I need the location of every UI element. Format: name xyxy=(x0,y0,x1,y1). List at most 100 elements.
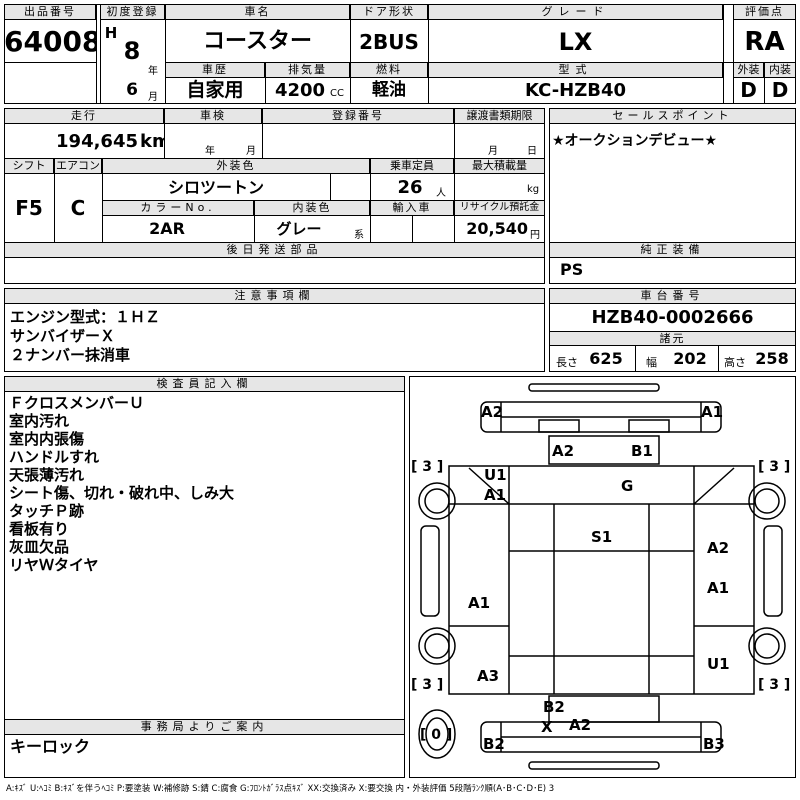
damage-mark: U1 xyxy=(707,655,730,673)
mileage-unit: km xyxy=(140,131,164,152)
damage-mark: A2 xyxy=(569,716,591,734)
import-label: 輸入車 xyxy=(370,200,454,216)
height-label: 高さ xyxy=(724,356,746,368)
sales-label: セールスポイント xyxy=(549,108,796,124)
reg-year: 8 xyxy=(123,37,141,65)
damage-mark: B2 xyxy=(543,698,565,716)
month-unit: 月 xyxy=(148,92,158,102)
length: 625 xyxy=(589,349,623,368)
score-label: 評価点 xyxy=(733,4,796,20)
int-label: 内装 xyxy=(764,62,796,78)
interior-color-label: 内装色 xyxy=(254,200,370,216)
inspector-line: ＦクロスメンバーＵ xyxy=(9,394,145,412)
length-label: 長さ xyxy=(556,356,578,368)
damage-mark: X xyxy=(541,718,553,736)
later-parts-label: 後日発送部品 xyxy=(4,242,545,258)
shift-label: シフト xyxy=(4,158,54,174)
fuel-label: 燃料 xyxy=(350,62,428,78)
car-name-label: 車名 xyxy=(165,4,350,20)
damage-mark: B1 xyxy=(631,442,653,460)
inspector-label: 検査員記入欄 xyxy=(4,376,405,392)
tire-rating: [ 3 ] xyxy=(758,459,790,475)
car-diagram: A2 A1 A2 B1 U1 A1 G S1 A2 A1 A1 U1 A3 B2… xyxy=(411,383,790,770)
lot-no-label: 出品番号 xyxy=(4,4,96,20)
history-label: 車歴 xyxy=(165,62,265,78)
width: 202 xyxy=(673,349,707,368)
office-label: 事務局よりご案内 xyxy=(4,719,405,735)
damage-mark: A2 xyxy=(552,442,574,460)
cc: 4200 xyxy=(274,80,326,101)
damage-mark: A2 xyxy=(481,403,503,421)
load-unit: kg xyxy=(527,184,540,195)
spare-rating: [ 0 ] xyxy=(420,727,452,743)
tire-rating: [ 3 ] xyxy=(411,677,443,693)
mileage: 194,645 xyxy=(56,131,138,152)
mileage-label: 走行 xyxy=(4,108,164,124)
shift: F5 xyxy=(15,196,43,220)
year-unit: 年 xyxy=(148,66,158,76)
equip: PS xyxy=(560,260,584,279)
damage-mark: A3 xyxy=(477,667,499,685)
tire-rating: [ 3 ] xyxy=(411,459,443,475)
door-label: ドア形状 xyxy=(350,4,428,20)
damage-mark: A2 xyxy=(707,539,729,557)
fuel: 軽油 xyxy=(372,80,406,100)
model-label: 型式 xyxy=(428,62,723,78)
insp-month-unit: 月 xyxy=(246,146,256,156)
tr-month-unit: 月 xyxy=(488,146,498,156)
cc-label: 排気量 xyxy=(265,62,350,78)
equip-label: 純正装備 xyxy=(549,242,796,258)
caution-label: 注意事項欄 xyxy=(4,288,545,304)
damage-mark: B2 xyxy=(483,735,505,753)
grade: LX xyxy=(558,28,593,56)
reg-label: 初度登録 xyxy=(100,4,165,20)
ac: C xyxy=(70,196,86,220)
interior-color-unit: 系 xyxy=(354,230,364,240)
inspector-line: タッチＰ跡 xyxy=(9,502,85,520)
damage-mark: U1 xyxy=(484,466,507,484)
legend: A:ｷｽﾞ U:ﾍｺﾐ B:ｷｽﾞを伴うﾍｺﾐ P:要塗装 W:補修跡 S:錆 … xyxy=(6,784,555,794)
office-text: キーロック xyxy=(10,738,91,756)
recycle-label: リサイクル預託金 xyxy=(454,200,545,216)
height: 258 xyxy=(755,349,789,368)
transfer-label: 譲渡書類期限 xyxy=(454,108,545,124)
damage-mark: A1 xyxy=(701,403,723,421)
caution-line: エンジン型式：１ＨＺ xyxy=(10,308,161,326)
dims-label: 諸元 xyxy=(549,331,796,346)
inspector-line: 天張薄汚れ xyxy=(9,466,85,484)
tr-day-unit: 日 xyxy=(527,146,537,156)
era: H xyxy=(104,24,118,42)
plate-label: 登録番号 xyxy=(262,108,454,124)
lot-no: 64008 xyxy=(4,25,96,58)
history: 自家用 xyxy=(186,79,244,101)
reg-month: 6 xyxy=(126,80,138,100)
chassis-label: 車台番号 xyxy=(549,288,796,304)
inspector-line: リヤＷタイヤ xyxy=(9,556,99,574)
inspector-line: 看板有り xyxy=(9,520,70,538)
inspector-line: ハンドルすれ xyxy=(9,448,100,466)
chassis-number: HZB40-0002666 xyxy=(591,307,754,328)
caution-line: ２ナンバー抹消車 xyxy=(10,346,131,364)
inspection-label: 車検 xyxy=(164,108,262,124)
ac-label: エアコン xyxy=(54,158,102,174)
int: D xyxy=(771,78,789,102)
damage-mark: S1 xyxy=(591,528,612,546)
inspector-line: 灰皿欠品 xyxy=(9,538,70,556)
diagram-block xyxy=(409,376,796,778)
interior-color: グレー xyxy=(276,220,322,238)
door: 2BUS xyxy=(359,30,419,54)
color: シロツートン xyxy=(167,178,264,197)
color-no-label: カラーNo. xyxy=(102,200,254,216)
damage-mark: A1 xyxy=(468,594,490,612)
ext-label: 外装 xyxy=(733,62,764,78)
width-label: 幅 xyxy=(646,356,657,368)
inspector-line: シート傷、切れ・破れ中、しみ大 xyxy=(9,484,235,502)
capacity-label: 乗車定員 xyxy=(370,158,454,174)
grade-label: グレード xyxy=(428,4,723,20)
cc-unit: CC xyxy=(330,88,344,99)
color-no: 2AR xyxy=(149,219,185,238)
score: RA xyxy=(744,27,785,57)
damage-mark: B3 xyxy=(703,735,725,753)
damage-mark: G xyxy=(621,477,633,495)
sales-text: ★オークションデビュー★ xyxy=(552,133,718,149)
